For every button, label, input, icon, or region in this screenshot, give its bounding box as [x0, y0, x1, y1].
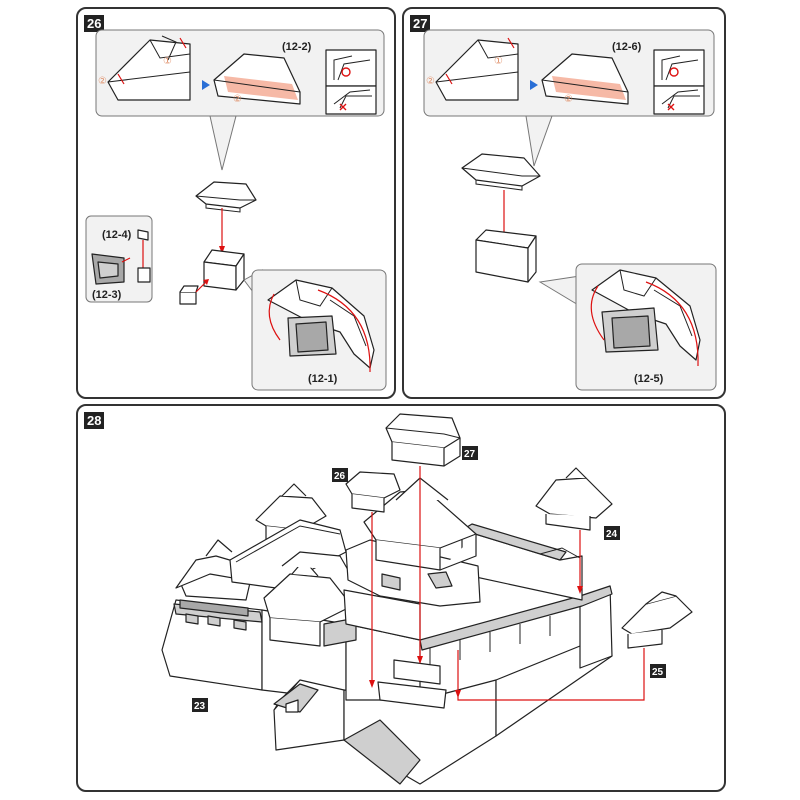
svg-text:26: 26 [334, 471, 346, 482]
step-26-illustration: ① ② ② (12-2) (12- [85, 29, 387, 391]
svg-text:27: 27 [464, 449, 476, 460]
mark-1: ① [163, 56, 172, 67]
correct-circle-icon [341, 67, 351, 77]
part-25-roof [621, 595, 693, 635]
part-24-roof [535, 477, 613, 519]
mark-2: ② [426, 76, 435, 87]
label-12-1: (12-1) [308, 373, 338, 385]
wrong-cross-icon [667, 103, 675, 111]
step-number: 26 [84, 15, 105, 32]
correct-circle-icon [669, 67, 679, 77]
label-12-4: (12-4) [102, 229, 132, 241]
arrow-right-icon [530, 80, 538, 90]
tag-25 [650, 664, 666, 678]
step-28-castle: 27 26 24 25 23 [161, 413, 693, 785]
part-26-roof [345, 471, 401, 499]
step-27-illustration: ① ② ② (12-6) (12-5) [423, 29, 717, 391]
step-number: 28 [84, 412, 105, 429]
roof-piece-12-2 [195, 181, 257, 209]
callout-pointer [209, 115, 237, 171]
svg-text:24: 24 [606, 529, 618, 540]
label-12-3: (12-3) [92, 289, 122, 301]
gate-tower [377, 681, 447, 709]
label-12-5: (12-5) [634, 373, 664, 385]
label-12-2: (12-2) [282, 41, 312, 53]
mark-2: ② [98, 76, 107, 87]
label-12-6: (12-6) [612, 41, 642, 53]
mark-1: ① [494, 56, 503, 67]
tag-27 [462, 446, 478, 460]
glue-area [552, 76, 626, 100]
arrow-right-icon [202, 80, 210, 90]
svg-text:25: 25 [652, 667, 664, 678]
mark-2b: ② [233, 94, 242, 105]
tag-24 [604, 526, 620, 540]
box-12-1 [203, 261, 237, 291]
glue-area [224, 76, 298, 100]
guide-line-25 [457, 648, 645, 701]
wrong-cross-icon [339, 103, 347, 111]
connector-piece [179, 291, 197, 305]
svg-text:23: 23 [194, 701, 206, 712]
step-number: 27 [410, 15, 431, 32]
stone-ramp [343, 719, 421, 785]
tag-23 [192, 698, 208, 712]
mark-2b: ② [564, 94, 573, 105]
tag-26 [332, 468, 348, 482]
box-12-5 [475, 239, 529, 283]
